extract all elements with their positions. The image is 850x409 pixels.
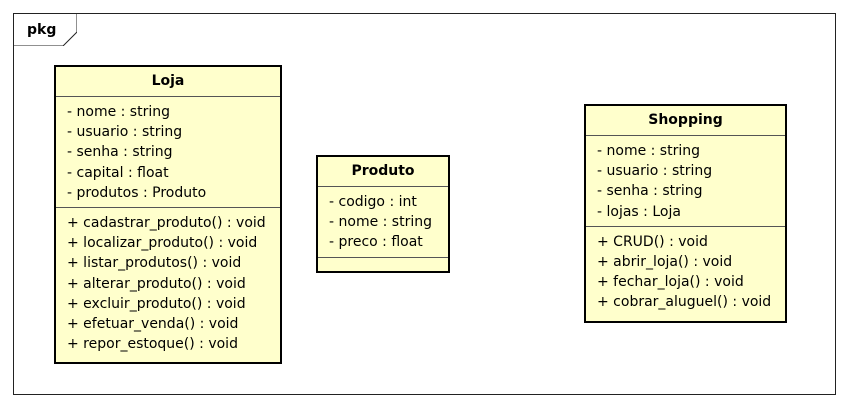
class-shopping-attribute: - lojas : Loja (597, 203, 681, 220)
class-produto-attribute: - codigo : int (329, 194, 417, 210)
class-shopping[interactable]: Shopping - nome : string - usuario : str… (584, 104, 787, 323)
class-shopping-attributes: - nome : string - usuario : string - sen… (586, 136, 785, 227)
class-shopping-operation: + fechar_loja() : void (597, 274, 744, 291)
class-loja-operation: + listar_produtos() : void (67, 255, 242, 272)
class-loja-operation: + cadastrar_produto() : void (67, 215, 266, 232)
class-loja-attribute: - capital : float (67, 164, 169, 181)
package-tab-shape (13, 13, 77, 46)
class-loja-operation: + alterar_produto() : void (67, 275, 246, 292)
class-produto-attribute: - nome : string (329, 214, 432, 231)
class-loja-attribute: - usuario : string (67, 124, 183, 141)
class-loja-attribute: - produtos : Produto (67, 184, 207, 201)
package-frame (13, 13, 836, 395)
class-produto-name: Produto (318, 157, 448, 187)
class-loja-operation: + localizar_produto() : void (67, 235, 258, 252)
class-produto[interactable]: Produto - codigo : int - nome : string -… (316, 155, 450, 273)
class-produto-attributes: - codigo : int - nome : string - preco :… (318, 187, 448, 258)
class-shopping-operation: + cobrar_aluguel() : void (597, 294, 772, 311)
class-loja-operations: + cadastrar_produto() : void + localizar… (56, 208, 280, 358)
class-shopping-operation: + CRUD() : void (597, 233, 708, 250)
class-shopping-name: Shopping (586, 106, 785, 136)
class-loja-operation: + efetuar_venda() : void (67, 316, 239, 333)
class-produto-operations (318, 258, 448, 273)
class-produto-attribute: - preco : float (329, 234, 423, 251)
class-loja-operation: + repor_estoque() : void (67, 336, 238, 353)
package-tab: pkg (13, 13, 77, 46)
class-shopping-attribute: - nome : string (597, 143, 700, 159)
class-loja[interactable]: Loja - nome : string - usuario : string … (54, 65, 282, 364)
class-shopping-operation: + abrir_loja() : void (597, 254, 733, 271)
package-label: pkg (27, 22, 57, 38)
class-loja-name: Loja (56, 67, 280, 97)
class-shopping-attribute: - usuario : string (597, 163, 713, 180)
class-loja-attributes: - nome : string - usuario : string - sen… (56, 97, 280, 209)
class-loja-attribute: - senha : string (67, 144, 173, 161)
class-loja-attribute: - nome : string (67, 104, 170, 120)
class-shopping-operations: + CRUD() : void + abrir_loja() : void + … (586, 227, 785, 317)
class-shopping-attribute: - senha : string (597, 183, 703, 200)
class-loja-operation: + excluir_produto() : void (67, 295, 246, 312)
